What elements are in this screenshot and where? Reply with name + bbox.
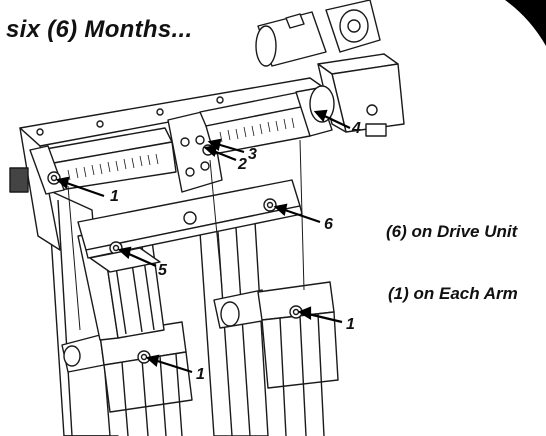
left-arm-housing (9, 127, 177, 195)
callout-4: 4 (352, 120, 361, 137)
motor (255, 0, 381, 67)
corner-swoosh (505, 0, 546, 46)
callout-6: 6 (324, 216, 333, 233)
crossbar (77, 179, 303, 273)
note-drive-unit: (6) on Drive Unit (386, 222, 518, 241)
callout-1-right-arm: 1 (346, 316, 355, 333)
right-column (199, 221, 339, 436)
callout-1-left-arm: 1 (196, 366, 205, 383)
callout-2: 2 (238, 156, 247, 173)
callout-3: 3 (248, 146, 257, 163)
leader-arrows (55, 109, 351, 374)
gearbox (309, 53, 405, 137)
page-title: six (6) Months... (6, 16, 193, 43)
note-each-arm: (1) on Each Arm (388, 284, 518, 303)
callout-5: 5 (158, 262, 167, 279)
callout-1-left-housing: 1 (110, 188, 119, 205)
